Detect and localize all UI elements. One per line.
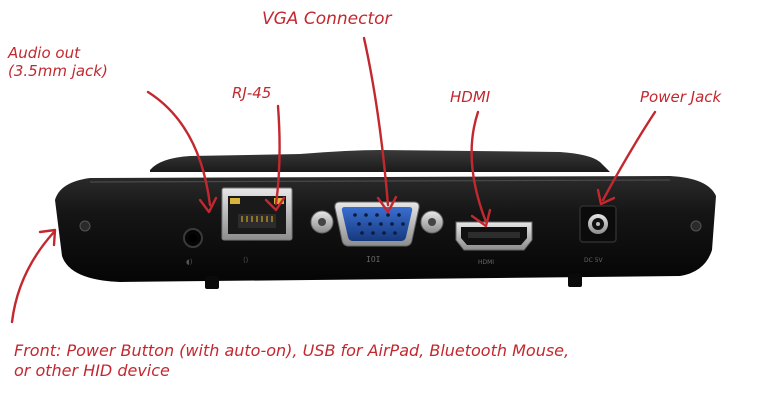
hdmi-port-label: HDMI: [478, 259, 494, 266]
arrow-vga-head-icon: [376, 195, 398, 214]
arrow-hdmi: [470, 110, 488, 224]
arrow-power-head-icon: [596, 188, 616, 206]
device-foot-right: [568, 274, 582, 287]
label-hdmi: HDMI: [450, 88, 491, 106]
arrow-rj45-head-icon: [264, 196, 286, 212]
annotation-arrows: [10, 36, 657, 324]
label-audio-out: Audio out (3.5mm jack): [8, 44, 108, 80]
hdmi-port: HDMI: [455, 221, 533, 266]
label-audio-out-line1: Audio out: [8, 44, 80, 62]
power-jack-port: DC 5V: [579, 205, 617, 264]
arrow-hdmi-head-icon: [470, 208, 492, 228]
label-rj45: RJ-45: [232, 84, 272, 102]
label-front-line2: or other HID device: [14, 361, 170, 380]
device-foot-left: [205, 276, 219, 289]
label-audio-out-line2: (3.5mm jack): [8, 62, 108, 80]
rj45-led-left-icon: [230, 198, 240, 204]
label-front-description: Front: Power Button (with auto-on), USB …: [14, 341, 754, 381]
vga-port: IOI: [310, 201, 444, 264]
label-front-line1: Front: Power Button (with auto-on), USB …: [14, 341, 570, 360]
rj45-port: ⟨⟩: [221, 187, 293, 264]
arrow-audio: [146, 90, 212, 207]
arrow-power: [601, 110, 657, 202]
audio-port-icon: ◖): [186, 258, 193, 266]
arrow-audio-head-icon: [198, 196, 218, 214]
screw-left-icon: [79, 220, 91, 232]
arrow-front-head-icon: [38, 228, 57, 247]
arrow-vga: [362, 36, 390, 207]
rj45-led-right-icon: [274, 198, 284, 204]
label-power-jack: Power Jack: [640, 88, 722, 106]
arrow-rj45: [274, 104, 281, 206]
network-port-icon: ⟨⟩: [243, 256, 249, 264]
label-vga-connector: VGA Connector: [262, 9, 392, 29]
audio-jack-port: ◖): [183, 228, 203, 266]
vga-port-label: IOI: [366, 255, 381, 264]
screw-right-icon: [690, 220, 702, 232]
arrow-front: [10, 230, 56, 324]
power-port-label: DC 5V: [584, 257, 604, 264]
